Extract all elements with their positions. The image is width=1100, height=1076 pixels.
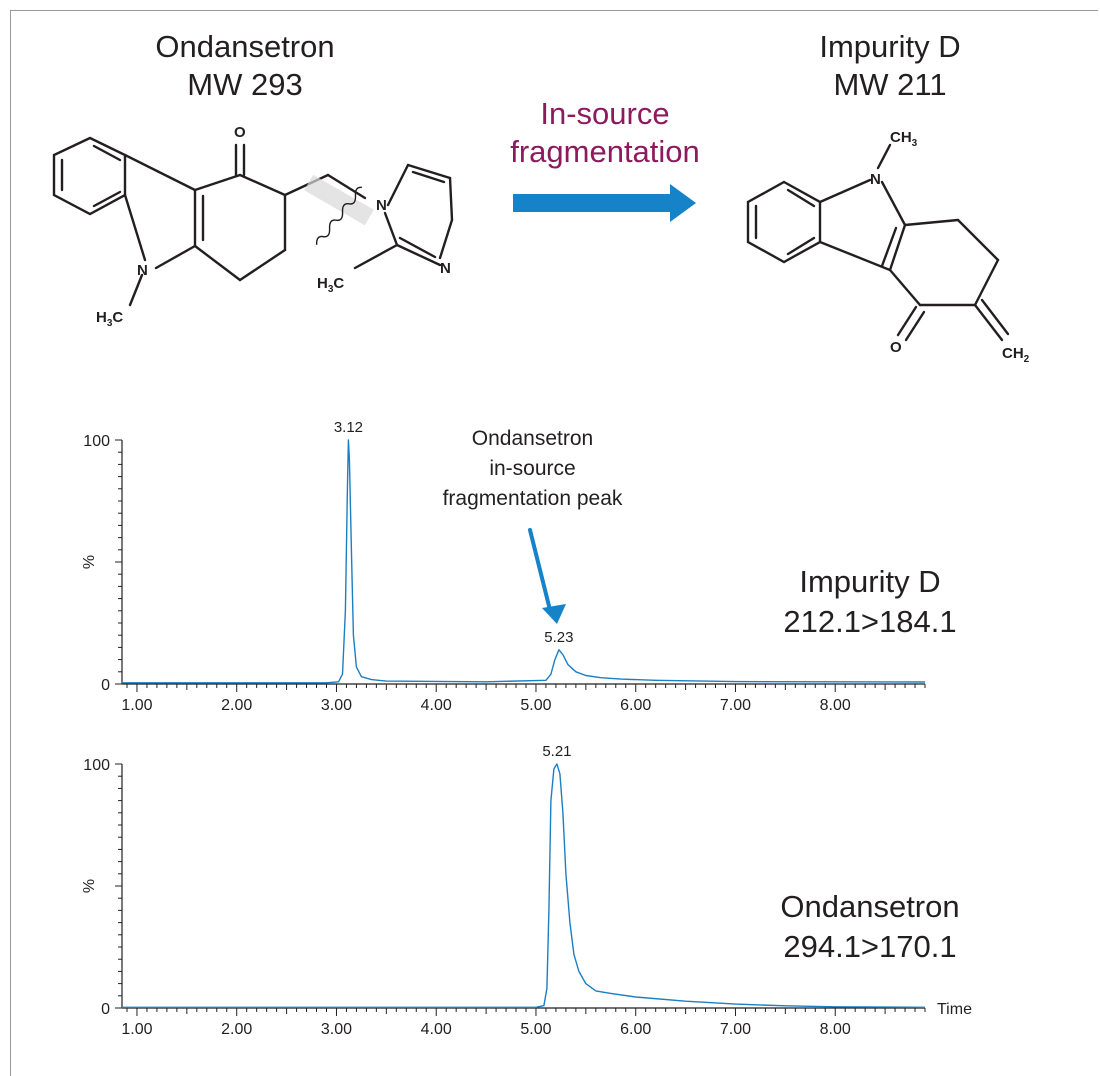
ondansetron-imidazole-n: N: [376, 197, 387, 214]
ondansetron-mw: MW 293: [187, 67, 303, 102]
ondansetron-transition: 294.1>170.1: [783, 929, 957, 964]
panel2-x-tick-label: 3.00: [321, 1021, 352, 1038]
panel2-x-tick-label: 7.00: [720, 1021, 751, 1038]
panel2-y-label: %: [81, 879, 98, 893]
figure-frame: [10, 10, 1098, 1076]
panel1-x-tick-label: 5.00: [520, 697, 551, 714]
annotation-line1: Ondansetron: [471, 427, 594, 450]
impurity-d-name: Impurity D: [819, 29, 961, 64]
panel1-y-label: %: [81, 555, 98, 569]
panel2-trace: [122, 763, 926, 1008]
impurity-d-channel-name: Impurity D: [799, 564, 941, 599]
chromatograms: 100 0% 1.00 2.00 3.00 4.00 5.00 6.00 7.00 8.00 3.1…: [81, 419, 972, 1038]
panel2-x-tick-label: 1.00: [121, 1021, 152, 1038]
panel1-trace: [122, 439, 926, 684]
annotation-line3: fragmentation peak: [442, 487, 623, 510]
ondansetron-imine-n: N: [440, 260, 451, 277]
impurity-d-ch3: CH3: [890, 129, 918, 149]
ondansetron-h3c-2: H3C: [317, 275, 344, 295]
annotation-line2: in-source: [489, 457, 576, 480]
ondansetron-title: Ondansetron MW 293: [130, 28, 360, 104]
panel1-x-tick-label: 7.00: [720, 697, 751, 714]
impurity-d-title: Impurity D MW 211: [790, 28, 990, 104]
ondansetron-name: Ondansetron: [155, 29, 335, 64]
impurity-d-structure: N O CH3 CH2: [746, 129, 1030, 365]
panel1-x-tick-label: 8.00: [820, 697, 851, 714]
panel1-x-tick-label: 2.00: [221, 697, 252, 714]
ondansetron-trace-label: Ondansetron 294.1>170.1: [740, 887, 1000, 967]
ondansetron-carbonyl-o: O: [234, 124, 246, 141]
panel1-x-tick-label: 1.00: [121, 697, 152, 714]
panel1-x-tick-label: 6.00: [620, 697, 651, 714]
panel2-peak-label: 5.21: [542, 743, 571, 760]
reaction-label-line1: In-source: [540, 96, 670, 131]
impurity-d-ch2: CH2: [1002, 345, 1030, 365]
panel2-x-tick-label: 4.00: [421, 1021, 452, 1038]
fragmentation-annotation: Ondansetron in-source fragmentation peak: [390, 424, 675, 514]
annotation-arrow-shaft: [528, 528, 552, 612]
panel1-peak-label: 3.12: [334, 419, 363, 436]
reaction-label: In-source fragmentation: [495, 95, 715, 171]
reaction-arrow: [513, 184, 696, 222]
annotation-arrow-head: [542, 604, 566, 624]
panel1-peak-label: 5.23: [544, 629, 573, 646]
panel2-y-tick-label: 0: [101, 1001, 110, 1018]
impurity-d-o: O: [890, 339, 902, 356]
impurity-d-mw: MW 211: [833, 67, 947, 102]
panel2-x-tick-label: 2.00: [221, 1021, 252, 1038]
ondansetron-h3c-1: H3C: [96, 309, 123, 329]
panel1-y-tick-label: 100: [83, 433, 110, 450]
panel2-x-label: Time: [937, 1001, 972, 1018]
panel1-y-tick-label: 0: [101, 677, 110, 694]
panel1-x-tick-label: 4.00: [421, 697, 452, 714]
panel2-y-tick-label: 100: [83, 757, 110, 774]
ondansetron-channel-name: Ondansetron: [780, 889, 960, 924]
panel2-x-tick-label: 6.00: [620, 1021, 651, 1038]
reaction-label-line2: fragmentation: [510, 134, 700, 169]
panel2-x-tick-label: 8.00: [820, 1021, 851, 1038]
panel2-x-tick-label: 5.00: [520, 1021, 551, 1038]
ondansetron-indole-n: N: [137, 262, 148, 279]
impurity-d-n: N: [870, 171, 881, 188]
ondansetron-structure: O N N N H3C H3C: [52, 124, 454, 329]
panel1-x-tick-label: 3.00: [321, 697, 352, 714]
impurity-d-transition: 212.1>184.1: [783, 604, 957, 639]
impurity-d-trace-label: Impurity D 212.1>184.1: [740, 562, 1000, 642]
